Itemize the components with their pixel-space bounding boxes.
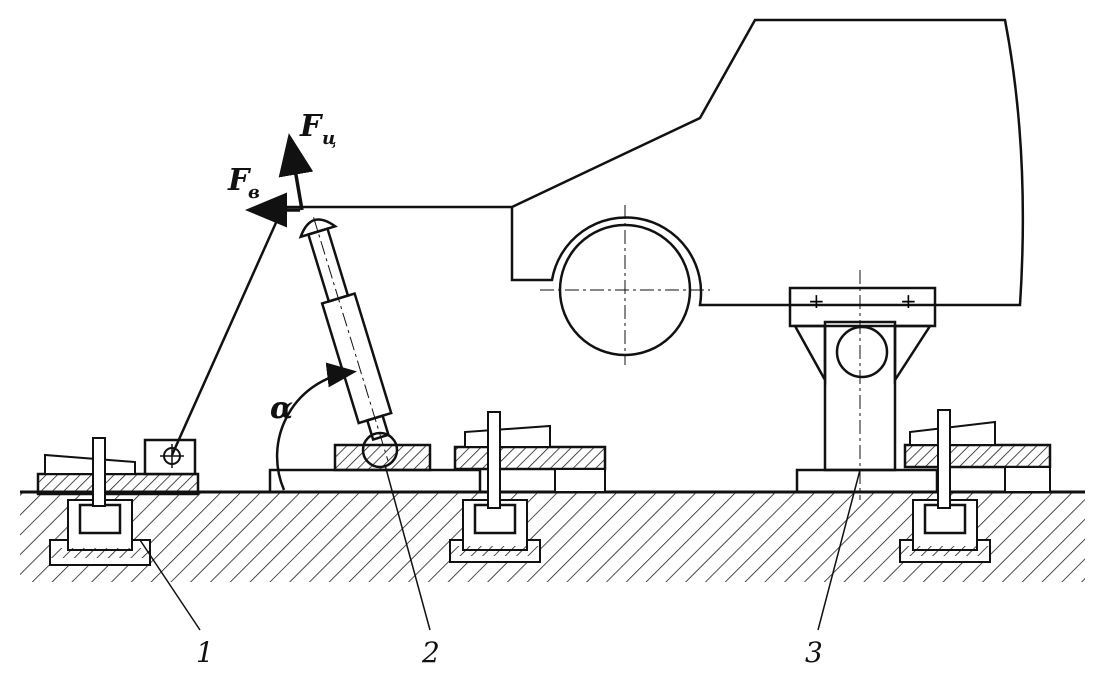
clamp-left bbox=[36, 437, 200, 507]
svg-text:+: + bbox=[808, 289, 825, 313]
part-label-3: 3 bbox=[805, 636, 823, 669]
part-label-2: 2 bbox=[421, 636, 440, 669]
t-slots bbox=[49, 499, 991, 566]
force-centrifugal-arrow bbox=[278, 133, 314, 211]
forces: F ц F в bbox=[227, 109, 336, 228]
force-horizontal-label: F bbox=[227, 163, 252, 198]
table-base bbox=[20, 490, 1085, 582]
clamp-right bbox=[903, 409, 1052, 509]
strut-2 bbox=[170, 206, 482, 494]
support-3: + + bbox=[788, 270, 939, 500]
tie-rope bbox=[170, 206, 285, 456]
force-centrifugal-subscript: ц bbox=[322, 128, 336, 149]
force-centrifugal-label: F bbox=[299, 109, 324, 144]
clamp-middle bbox=[453, 411, 607, 509]
svg-text:α: α bbox=[270, 391, 293, 426]
part-label-1: 1 bbox=[196, 636, 214, 669]
force-horizontal-subscript: в bbox=[248, 182, 260, 203]
part-labels: 1 2 3 bbox=[139, 464, 861, 669]
vehicle-body bbox=[283, 18, 1025, 365]
svg-text:+: + bbox=[900, 289, 917, 313]
angle-alpha: α bbox=[270, 362, 357, 491]
